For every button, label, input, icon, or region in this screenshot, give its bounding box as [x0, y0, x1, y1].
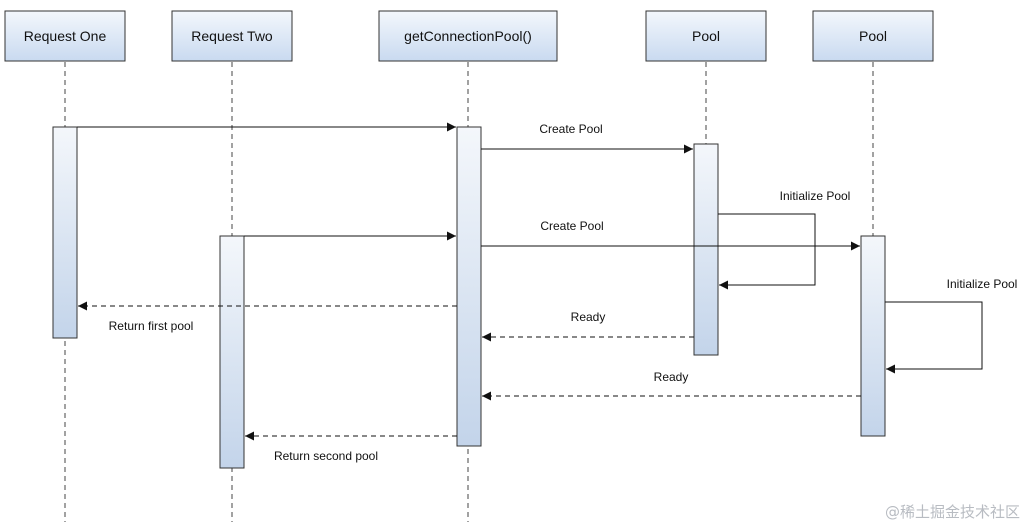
- watermark-text: @稀土掘金技术社区: [885, 503, 1020, 521]
- activation-get-connection-pool: [456, 126, 482, 447]
- message-label-ready-pool-2: Ready: [654, 370, 689, 384]
- participant-request-two: Request Two: [171, 10, 293, 62]
- message-label-ready-pool-1: Ready: [571, 310, 606, 324]
- activation-request-two: [219, 235, 245, 469]
- message-label-initialize-pool-1: Initialize Pool: [780, 189, 851, 203]
- activation-pool-2: [860, 235, 886, 437]
- participant-pool-1: Pool: [645, 10, 767, 62]
- participant-label: getConnectionPool(): [404, 28, 532, 44]
- participant-pool-2: Pool: [812, 10, 934, 62]
- participant-label: Pool: [692, 28, 720, 44]
- participant-request-one: Request One: [4, 10, 126, 62]
- participant-label: Request One: [24, 28, 107, 44]
- participant-label: Request Two: [191, 28, 273, 44]
- message-label-return-first-pool: Return first pool: [109, 319, 194, 333]
- message-label-create-pool-2: Create Pool: [540, 219, 603, 233]
- participant-get-connection-pool: getConnectionPool(): [378, 10, 558, 62]
- message-label-create-pool-1: Create Pool: [539, 122, 602, 136]
- activation-request-one: [52, 126, 78, 339]
- message-arrow-initialize-pool-2: [885, 301, 983, 374]
- message-arrow-initialize-pool-1: [718, 213, 816, 290]
- participant-label: Pool: [859, 28, 887, 44]
- message-label-initialize-pool-2: Initialize Pool: [947, 277, 1018, 291]
- message-label-return-second-pool: Return second pool: [274, 449, 378, 463]
- activation-pool-1: [693, 143, 719, 356]
